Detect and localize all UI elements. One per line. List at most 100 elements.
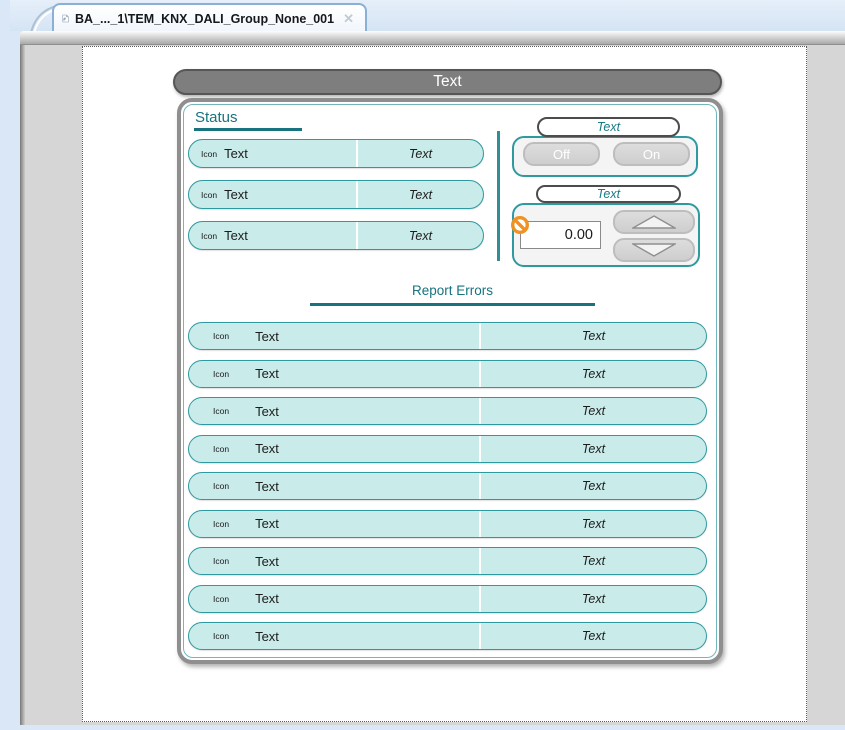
row-icon-placeholder: Icon <box>213 368 230 379</box>
report-row-6[interactable]: Icon Text Text <box>188 509 707 538</box>
row-left-section: Icon Text <box>189 361 479 387</box>
row-icon-placeholder: Icon <box>213 481 230 491</box>
row-icon-placeholder: Icon <box>201 230 218 241</box>
row-divider <box>479 473 481 499</box>
row-name-text: Text <box>255 328 279 344</box>
value-group-label: Text <box>536 185 681 203</box>
report-row-8[interactable]: Icon Text Text <box>188 584 707 613</box>
row-divider <box>479 623 481 649</box>
row-value-text: Text <box>581 479 606 493</box>
row-divider <box>479 323 481 349</box>
page-title: Text <box>173 69 722 95</box>
close-icon[interactable]: ✕ <box>343 11 354 26</box>
row-value-text: Text <box>581 516 606 531</box>
triangle-down-icon <box>632 243 676 257</box>
row-right-section: Text <box>481 473 706 499</box>
row-name-text: Text <box>255 628 279 644</box>
row-left-section: Icon Text <box>189 398 479 424</box>
status-row-1[interactable]: Icon Text Text <box>188 139 484 168</box>
row-left-section: Icon Text <box>189 323 479 349</box>
report-row-1[interactable]: Icon Text Text <box>188 322 707 350</box>
row-value-text: Text <box>581 404 606 418</box>
off-button[interactable]: Off <box>523 142 600 166</box>
row-divider <box>479 398 481 424</box>
row-value-text: Text <box>581 441 606 456</box>
row-icon-placeholder: Icon <box>213 331 230 341</box>
row-name-text: Text <box>255 366 279 381</box>
page-title-text: Text <box>433 73 462 90</box>
report-row-3[interactable]: Icon Text Text <box>188 397 707 425</box>
row-right-section: Text <box>481 436 706 462</box>
report-row-2[interactable]: Icon Text Text <box>188 359 707 388</box>
row-left-section: Icon Text <box>189 548 479 574</box>
row-left-section: Icon Text <box>189 222 356 249</box>
report-errors-label: Report Errors <box>411 283 494 298</box>
row-divider <box>479 435 481 462</box>
triangle-up-icon <box>632 215 676 229</box>
row-divider <box>479 360 481 387</box>
row-divider <box>479 510 481 537</box>
document-icon: # <box>62 14 69 23</box>
tab-title: BA_..._1\TEM_KNX_DALI_Group_None_001 <box>74 11 335 26</box>
row-icon-placeholder: Icon <box>213 443 230 454</box>
row-name-text: Text <box>224 146 248 161</box>
report-errors-underline <box>310 303 595 306</box>
row-icon-placeholder: Icon <box>213 631 230 641</box>
report-row-5[interactable]: Icon Text Text <box>188 472 707 500</box>
row-divider <box>479 585 481 612</box>
row-left-section: Icon Text <box>189 586 479 612</box>
row-value-text: Text <box>408 187 433 202</box>
row-name-text: Text <box>255 478 279 494</box>
row-divider <box>356 140 358 167</box>
value-input-text: 0.00 <box>564 227 593 243</box>
switch-group-label: Text <box>537 117 680 137</box>
row-value-text: Text <box>581 629 606 643</box>
no-entry-icon <box>510 215 530 235</box>
row-icon-placeholder: Icon <box>201 148 218 159</box>
row-icon-placeholder: Icon <box>213 406 230 416</box>
row-divider <box>356 222 358 249</box>
row-name-text: Text <box>255 553 279 569</box>
row-value-text: Text <box>408 228 433 243</box>
row-right-section: Text <box>481 398 706 424</box>
row-right-section: Text <box>481 586 706 612</box>
row-divider <box>356 181 358 208</box>
status-underline <box>194 128 302 131</box>
value-input[interactable]: 0.00 <box>520 221 601 249</box>
increment-button[interactable] <box>613 210 695 234</box>
status-section-label: Status <box>195 109 238 126</box>
status-row-2[interactable]: Icon Text Text <box>188 180 484 209</box>
off-button-label: Off <box>552 146 571 162</box>
status-row-3[interactable]: Icon Text Text <box>188 221 484 250</box>
report-row-9[interactable]: Icon Text Text <box>188 622 707 650</box>
row-value-text: Text <box>581 329 606 343</box>
row-left-section: Icon Text <box>189 623 479 649</box>
on-button[interactable]: On <box>613 142 690 166</box>
value-group-label-text: Text <box>596 187 621 201</box>
row-left-section: Icon Text <box>189 181 356 208</box>
on-button-label: On <box>642 146 661 162</box>
row-icon-placeholder: Icon <box>213 593 230 604</box>
row-right-section: Text <box>481 323 706 349</box>
main-panel-inner-border <box>183 104 717 658</box>
decrement-button[interactable] <box>613 238 695 262</box>
row-value-text: Text <box>581 591 606 606</box>
row-right-section: Text <box>358 222 483 249</box>
row-divider <box>479 548 481 574</box>
report-row-7[interactable]: Icon Text Text <box>188 547 707 575</box>
canvas-left-edge <box>20 45 25 725</box>
row-value-text: Text <box>581 554 606 568</box>
switch-group-label-text: Text <box>596 120 621 134</box>
row-left-section: Icon Text <box>189 140 356 167</box>
row-left-section: Icon Text <box>189 473 479 499</box>
row-value-text: Text <box>408 146 433 161</box>
row-name-text: Text <box>255 403 279 419</box>
row-icon-placeholder: Icon <box>213 556 230 566</box>
document-tab[interactable]: # BA_..._1\TEM_KNX_DALI_Group_None_001 ✕ <box>52 3 367 32</box>
vertical-separator <box>497 131 500 261</box>
row-right-section: Text <box>358 140 483 167</box>
report-row-4[interactable]: Icon Text Text <box>188 434 707 463</box>
row-left-section: Icon Text <box>189 436 479 462</box>
row-icon-placeholder: Icon <box>201 189 218 200</box>
